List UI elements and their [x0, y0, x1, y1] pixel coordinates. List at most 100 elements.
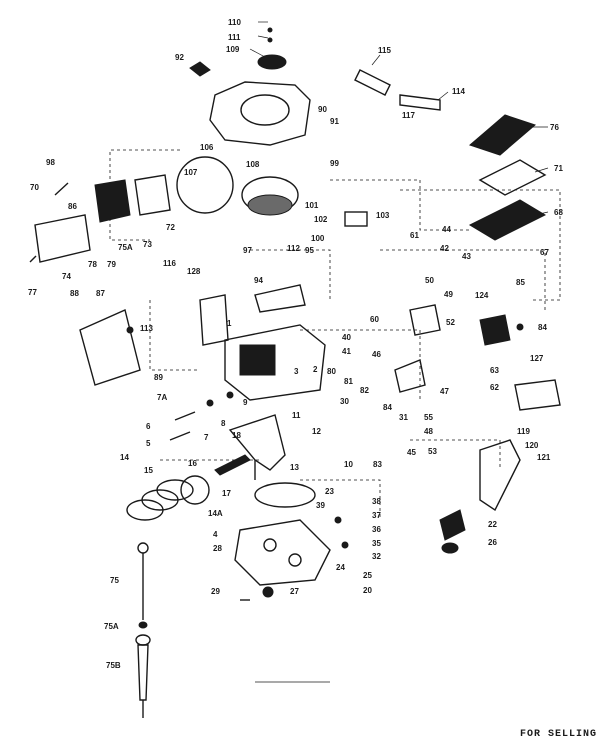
label-108: 108: [246, 160, 260, 169]
label-18: 18: [232, 431, 241, 440]
label-31: 31: [399, 413, 408, 422]
label-76: 76: [550, 123, 559, 132]
label-23: 23: [325, 487, 334, 496]
fasteners: [29, 182, 524, 601]
label-83: 83: [373, 460, 382, 469]
label-14: 14: [120, 453, 129, 462]
label-101: 101: [305, 201, 319, 210]
label-61: 61: [410, 231, 419, 240]
label-11: 11: [292, 411, 301, 420]
label-15: 15: [144, 466, 153, 475]
label-84-mid: 84: [383, 403, 392, 412]
label-73: 73: [143, 240, 152, 249]
label-90: 90: [318, 105, 327, 114]
label-77: 77: [28, 288, 37, 297]
label-117: 117: [402, 111, 415, 120]
label-39: 39: [316, 501, 325, 510]
label-75: 75: [110, 576, 119, 585]
label-127: 127: [530, 354, 544, 363]
label-86: 86: [68, 202, 77, 211]
label-24: 24: [336, 563, 345, 572]
label-55: 55: [424, 413, 433, 422]
label-72: 72: [166, 223, 175, 232]
label-100: 100: [311, 234, 325, 243]
label-75A: 75A: [118, 243, 133, 252]
label-112: 112: [287, 244, 300, 253]
label-16: 16: [188, 459, 197, 468]
label-10: 10: [344, 460, 353, 469]
label-99: 99: [330, 159, 339, 168]
label-63: 63: [490, 366, 499, 375]
flywheel: [176, 156, 368, 227]
governor-parts: [394, 304, 561, 554]
label-128: 128: [187, 267, 201, 276]
label-4: 4: [213, 530, 218, 539]
label-120: 120: [525, 441, 539, 450]
label-111: 111: [228, 33, 241, 42]
label-48: 48: [424, 427, 433, 436]
label-115: 115: [378, 46, 391, 55]
label-98: 98: [46, 158, 55, 167]
label-7: 7: [204, 433, 209, 442]
label-22: 22: [488, 520, 497, 529]
label-44: 44: [442, 225, 451, 234]
label-46: 46: [372, 350, 381, 359]
label-67: 67: [540, 248, 549, 257]
label-81: 81: [344, 377, 353, 386]
carburetor-bracket: [34, 174, 171, 386]
label-107: 107: [184, 168, 198, 177]
label-121-right: 121: [537, 453, 551, 462]
label-12: 12: [312, 427, 321, 436]
label-28: 28: [213, 544, 222, 553]
label-91: 91: [330, 117, 339, 126]
footer-text: FOR SELLING: [520, 729, 597, 740]
label-17-left: 17: [222, 489, 231, 498]
label-9: 9: [243, 398, 248, 407]
label-32: 32: [372, 552, 381, 561]
label-79: 79: [107, 260, 116, 269]
label-71: 71: [554, 164, 563, 173]
label-45: 45: [407, 448, 416, 457]
part-labels: 110 111 109 92 115 114 117 90 91 76 71 6…: [28, 18, 563, 670]
label-87-left: 87: [96, 289, 105, 298]
label-47: 47: [440, 387, 449, 396]
label-36: 36: [372, 525, 381, 534]
crankshaft: [214, 414, 286, 480]
label-92: 92: [175, 53, 184, 62]
label-82: 82: [360, 386, 369, 395]
label-14A: 14A: [208, 509, 223, 518]
label-41: 41: [342, 347, 351, 356]
label-6: 6: [146, 422, 151, 431]
label-1: 1: [227, 319, 232, 328]
assembly-dashed-lines: [109, 149, 561, 520]
label-119: 119: [517, 427, 530, 436]
label-13: 13: [290, 463, 299, 472]
blower-housing: [189, 27, 311, 146]
label-43: 43: [462, 252, 471, 261]
label-95: 95: [305, 246, 314, 255]
label-40: 40: [342, 333, 351, 342]
label-84-right: 84: [538, 323, 547, 332]
label-85: 85: [516, 278, 525, 287]
label-8: 8: [221, 419, 226, 428]
label-102: 102: [314, 215, 328, 224]
label-60: 60: [370, 315, 379, 324]
label-53: 53: [428, 447, 437, 456]
fuel-tank: [354, 69, 547, 241]
label-37: 37: [372, 511, 381, 520]
dipstick: [135, 542, 330, 718]
label-116: 116: [163, 259, 176, 268]
label-97: 97: [243, 246, 252, 255]
label-2: 2: [313, 365, 318, 374]
label-27: 27: [290, 587, 299, 596]
piston-rings: [126, 475, 210, 521]
label-35: 35: [372, 539, 381, 548]
label-50: 50: [425, 276, 434, 285]
label-5: 5: [146, 439, 151, 448]
leader-lines: [249, 21, 549, 216]
label-25: 25: [363, 571, 372, 580]
label-70: 70: [30, 183, 39, 192]
label-7A: 7A: [157, 393, 167, 402]
label-110: 110: [228, 18, 241, 27]
